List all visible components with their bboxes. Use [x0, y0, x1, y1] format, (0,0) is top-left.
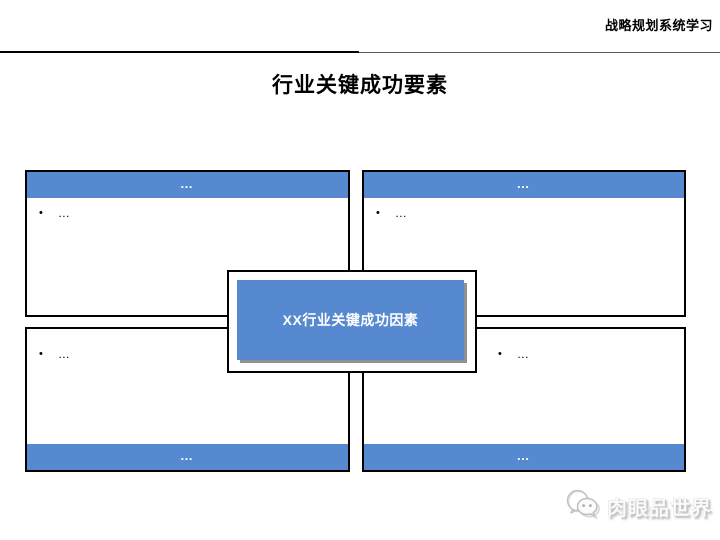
bullet-text: …: [394, 206, 407, 220]
bullet-item: •…: [376, 206, 407, 220]
bullet-icon: •: [39, 348, 43, 360]
bullet-text: …: [516, 347, 529, 361]
bullet-text: …: [57, 206, 70, 220]
page-title: 行业关键成功要素: [272, 74, 448, 97]
quadrant-top-left-header-bar: …: [27, 172, 348, 198]
center-box-label: XX行业关键成功因素: [282, 312, 419, 328]
bullet-item: •…: [498, 347, 529, 361]
quadrant-top-right-header-bar: …: [364, 172, 684, 198]
header-right-text: 战略规划系统学习: [604, 18, 713, 33]
bullet-item: •…: [39, 347, 70, 361]
bullet-text: …: [57, 347, 70, 361]
watermark-text: 肉眼品世界: [607, 497, 712, 520]
watermark: 肉眼品世界: [564, 488, 712, 524]
bullet-item: •…: [39, 206, 70, 220]
header-divider-left: [0, 51, 359, 53]
bullet-icon: •: [498, 348, 502, 360]
center-box-frame: XX行业关键成功因素: [227, 270, 477, 373]
bullet-icon: •: [39, 207, 43, 219]
quadrant-bottom-left-footer-bar: …: [27, 444, 348, 470]
header-divider-right: [359, 52, 720, 53]
wechat-chat-bubbles-icon: [566, 489, 600, 520]
quadrant-top-left: … •…: [25, 170, 350, 317]
center-box: XX行业关键成功因素: [237, 280, 464, 360]
bullet-icon: •: [376, 207, 380, 219]
quadrant-bottom-right-footer-bar: …: [364, 444, 684, 470]
